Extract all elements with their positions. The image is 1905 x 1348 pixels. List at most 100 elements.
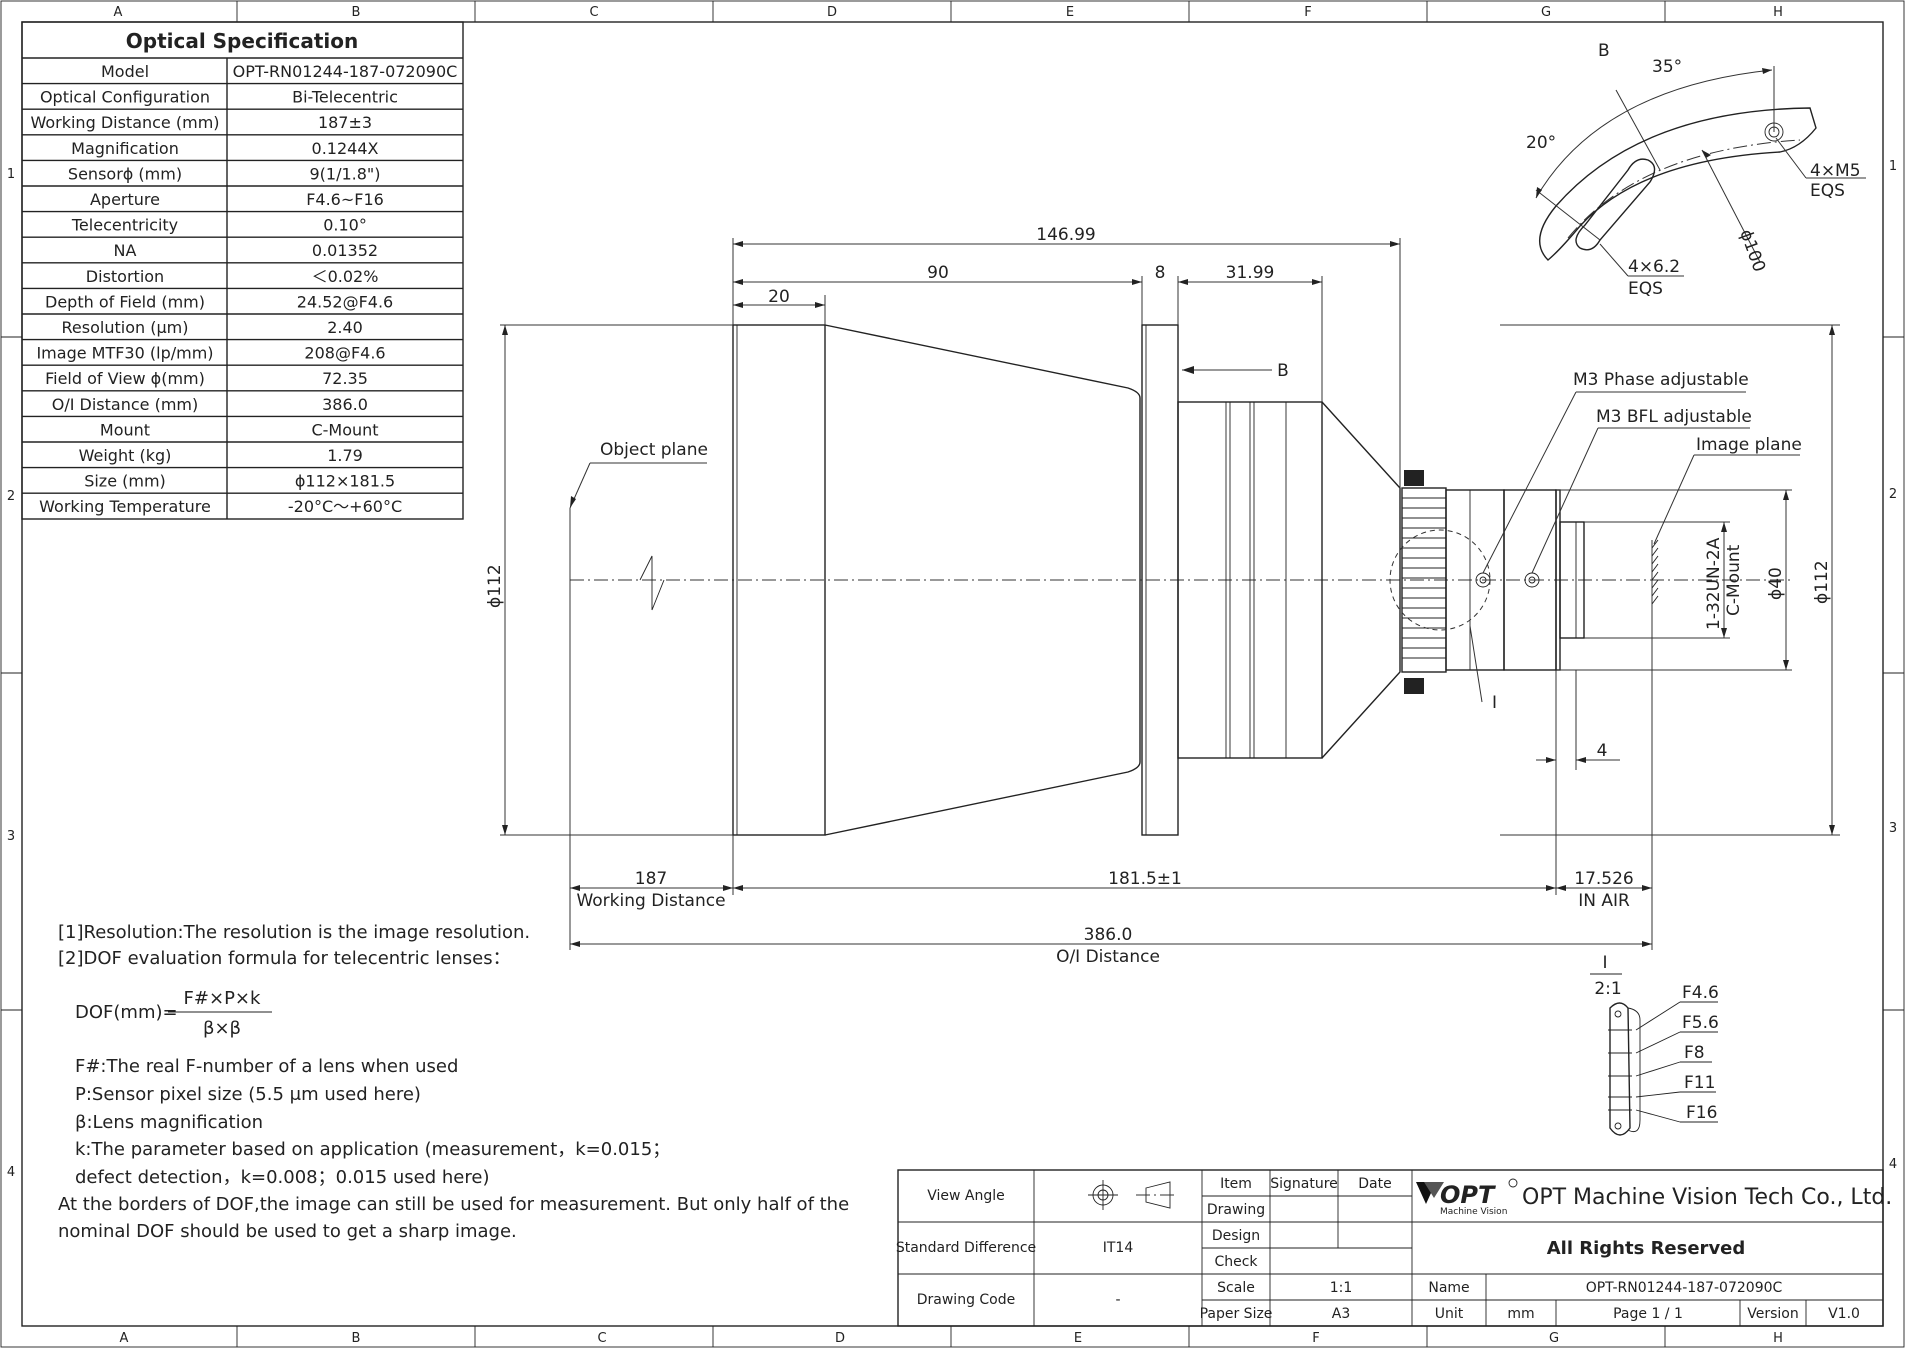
spec-label: Aperture xyxy=(90,190,160,209)
col-label-bottom: H xyxy=(1773,1331,1783,1346)
spec-value: 72.35 xyxy=(322,369,368,388)
spec-value: 0.10° xyxy=(323,216,367,235)
dim-phi40: ϕ40 xyxy=(1766,567,1786,600)
dim-8: 8 xyxy=(1155,263,1166,283)
spec-value: Bi-Telecentric xyxy=(292,88,398,107)
spec-value: 0.01352 xyxy=(312,241,378,260)
col-label-bottom: A xyxy=(120,1331,129,1346)
spec-value: F4.6~F16 xyxy=(306,190,384,209)
spec-label: Magnification xyxy=(71,139,179,158)
spec-value: OPT-RN01244-187-072090C xyxy=(233,62,458,81)
spec-label: Working Temperature xyxy=(39,497,211,516)
tb-scale-value: 1:1 xyxy=(1330,1280,1353,1296)
col-label-bottom: C xyxy=(597,1331,606,1346)
spec-value: 24.52@F4.6 xyxy=(297,292,393,311)
note-def-k1: k:The parameter based on application (me… xyxy=(75,1139,670,1160)
note-dof-border-2: nominal DOF should be used to get a shar… xyxy=(58,1221,517,1242)
tb-paper-size: Paper Size xyxy=(1200,1306,1273,1322)
tb-unit: Unit xyxy=(1435,1306,1464,1322)
spec-label: Resolution (μm) xyxy=(62,318,189,337)
tb-name: Name xyxy=(1428,1280,1469,1296)
dim-phi112-right: ϕ112 xyxy=(1812,560,1832,604)
row-label-right: 3 xyxy=(1889,821,1897,836)
dim-31-99: 31.99 xyxy=(1226,263,1275,283)
title-block: OPT Machine Vision View Angle Standard D… xyxy=(896,1169,1892,1327)
spec-label: Weight (kg) xyxy=(79,446,172,465)
dimensions: 146.99 90 20 8 31.99 B 187 Working Dista… xyxy=(485,225,1840,967)
spec-value: -20°C～+60°C xyxy=(288,497,402,516)
spec-value: 2.40 xyxy=(327,318,363,337)
col-label-bottom: F xyxy=(1312,1331,1319,1346)
notes: [1]Resolution:The resolution is the imag… xyxy=(58,922,849,1242)
view-b-holes: 4×M5 xyxy=(1810,161,1861,181)
col-label-top: D xyxy=(827,5,837,20)
tb-version-value: V1.0 xyxy=(1828,1306,1860,1322)
dim-phi112-left: ϕ112 xyxy=(485,564,505,608)
dim-4: 4 xyxy=(1597,741,1608,761)
col-label-bottom: D xyxy=(835,1331,845,1346)
spec-value: 386.0 xyxy=(322,395,368,414)
row-label-left: 1 xyxy=(7,167,15,182)
note-def-fnum: F#:The real F-number of a lens when used xyxy=(75,1056,458,1077)
detail-scale: 2:1 xyxy=(1594,979,1621,999)
section-b-label: B xyxy=(1277,361,1289,381)
row-label-left: 3 xyxy=(7,829,15,844)
col-label-bottom: G xyxy=(1549,1331,1559,1346)
row-label-right: 4 xyxy=(1889,1157,1897,1172)
note-def-beta: β:Lens magnification xyxy=(75,1112,263,1133)
object-plane-label: Object plane xyxy=(600,440,708,460)
view-b: B 35° 20° 4×M5 EQS 4×6.2 EQS ϕ100 xyxy=(1526,41,1866,299)
tb-unit-value: mm xyxy=(1507,1306,1534,1322)
note-resolution: [1]Resolution:The resolution is the imag… xyxy=(58,922,530,943)
dim-20: 20 xyxy=(768,287,790,307)
detail-stop: F5.6 xyxy=(1682,1013,1719,1033)
formula-denominator: β×β xyxy=(203,1018,241,1039)
working-distance-label: Working Distance xyxy=(576,891,725,911)
tb-drawing: Drawing xyxy=(1207,1202,1265,1218)
spec-label: Field of View ϕ(mm) xyxy=(45,369,205,388)
oi-distance-label: O/I Distance xyxy=(1056,947,1160,967)
spec-value: ϕ112×181.5 xyxy=(295,472,395,491)
detail-i-marker: I xyxy=(1492,693,1497,713)
spec-label: Sensorϕ (mm) xyxy=(68,164,182,183)
tb-rights: All Rights Reserved xyxy=(1547,1238,1746,1259)
spec-value: 187±3 xyxy=(318,113,372,132)
row-label-left: 4 xyxy=(7,1165,15,1180)
spec-label: Depth of Field (mm) xyxy=(45,292,205,311)
note-dof-border-1: At the borders of DOF,the image can stil… xyxy=(58,1194,849,1215)
tb-design: Design xyxy=(1212,1228,1260,1244)
dim-17-526: 17.526 xyxy=(1574,869,1633,889)
spec-label: Mount xyxy=(100,420,150,439)
spec-value: 208@F4.6 xyxy=(304,344,385,363)
note-def-k2: defect detection，k=0.008；0.015 used here… xyxy=(75,1167,489,1188)
spec-value: C-Mount xyxy=(311,420,378,439)
image-plane-label: Image plane xyxy=(1696,435,1802,455)
dim-386: 386.0 xyxy=(1084,925,1133,945)
tb-std-value: IT14 xyxy=(1103,1240,1134,1256)
spec-value: 0.1244X xyxy=(312,139,379,158)
tb-date: Date xyxy=(1358,1176,1391,1192)
tb-paper-value: A3 xyxy=(1332,1306,1350,1322)
view-b-label: B xyxy=(1598,41,1610,61)
tb-code-value: - xyxy=(1115,1292,1120,1308)
spec-label: Image MTF30 (lp/mm) xyxy=(36,344,213,363)
formula-numerator: F#×P×k xyxy=(184,988,261,1009)
spec-label: NA xyxy=(114,241,137,260)
lens-side-view xyxy=(569,324,1790,950)
col-label-top: F xyxy=(1304,5,1311,20)
tb-drawing-code: Drawing Code xyxy=(917,1292,1016,1308)
tb-check: Check xyxy=(1214,1254,1258,1270)
thread-label: 1-32UN-2A xyxy=(1704,537,1724,630)
tb-page: Page 1 / 1 xyxy=(1613,1306,1683,1322)
col-label-top: B xyxy=(352,5,361,20)
col-label-top: A xyxy=(114,5,123,20)
tb-version: Version xyxy=(1747,1306,1798,1322)
detail-stop: F8 xyxy=(1684,1043,1705,1063)
view-b-angle-35: 35° xyxy=(1652,57,1682,77)
m3-bfl-label: M3 BFL adjustable xyxy=(1596,407,1752,427)
spec-label: Model xyxy=(101,62,149,81)
tb-name-value: OPT-RN01244-187-072090C xyxy=(1586,1280,1783,1296)
